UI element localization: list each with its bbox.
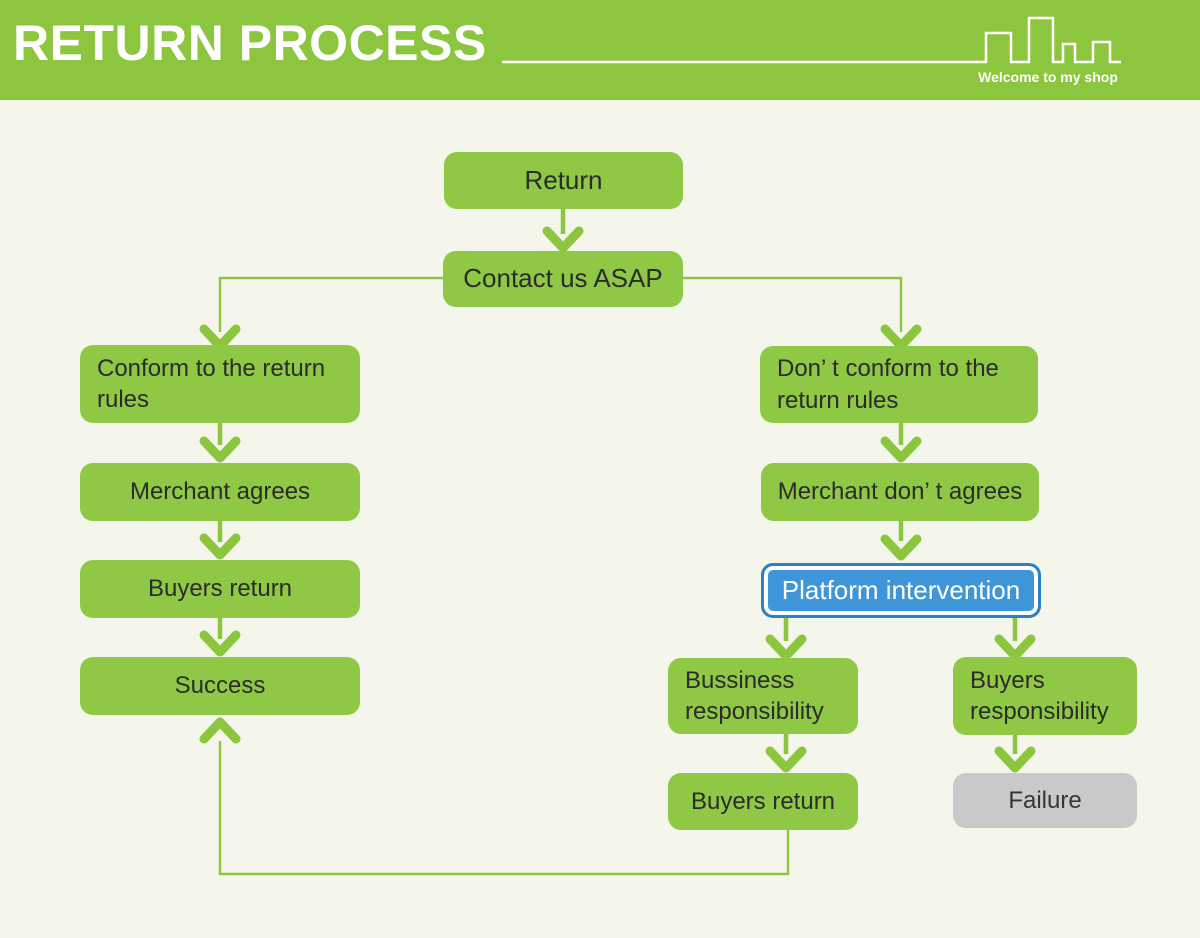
arrowhead-down-icon: [542, 226, 584, 253]
node-buyers-responsibility: Buyers responsibility: [953, 657, 1137, 735]
node-return: Return: [444, 152, 683, 209]
node-conform-to-return-rules: Conform to the return rules: [80, 345, 360, 423]
connector-contact-to-left-branch: [218, 276, 443, 332]
node-failure: Failure: [953, 773, 1137, 828]
city-skyline-icon: [502, 16, 1121, 64]
node-success: Success: [80, 657, 360, 715]
arrowhead-down-icon: [880, 436, 922, 463]
arrowhead-up-icon: [199, 717, 241, 744]
arrowhead-down-icon: [880, 324, 922, 351]
connector-contact-to-right-branch: [683, 276, 903, 332]
arrowhead-down-icon: [994, 746, 1036, 773]
arrowhead-down-icon: [994, 634, 1036, 661]
page-title: RETURN PROCESS: [13, 15, 487, 71]
arrowhead-down-icon: [880, 534, 922, 561]
arrowhead-down-icon: [199, 436, 241, 463]
node-merchant-agrees: Merchant agrees: [80, 463, 360, 521]
header-tagline: Welcome to my shop: [978, 69, 1118, 85]
header-banner: RETURN PROCESS Welcome to my shop: [0, 0, 1200, 100]
arrowhead-down-icon: [199, 630, 241, 657]
node-contact-us-asap: Contact us ASAP: [443, 251, 683, 307]
node-buyers-return-left: Buyers return: [80, 560, 360, 618]
node-buyers-return-right: Buyers return: [668, 773, 858, 830]
arrowhead-down-icon: [765, 746, 807, 773]
node-platform-intervention: Platform intervention: [761, 563, 1041, 618]
node-merchant-dont-agree: Merchant don’ t agrees: [761, 463, 1039, 521]
arrowhead-down-icon: [199, 533, 241, 560]
node-business-responsibility: Bussiness responsibility: [668, 658, 858, 734]
node-dont-conform-to-return-rules: Don’ t conform to the return rules: [760, 346, 1038, 423]
arrowhead-down-icon: [199, 324, 241, 351]
arrowhead-down-icon: [765, 634, 807, 661]
